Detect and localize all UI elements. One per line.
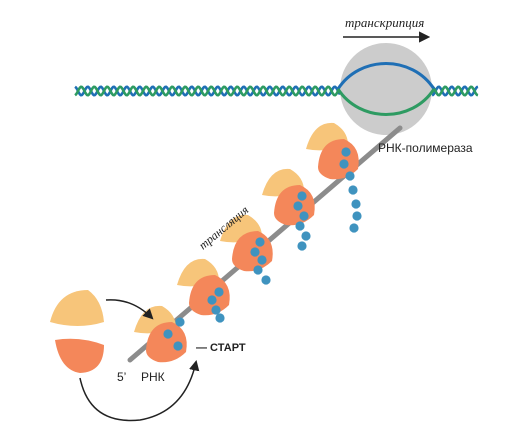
peptide-bead [175, 317, 185, 327]
peptide-bead [295, 221, 305, 231]
ribosome [220, 214, 273, 285]
free-ribosome-subunits [50, 290, 104, 373]
peptide-bead [352, 211, 362, 221]
peptide-bead [257, 255, 267, 265]
ribosomes [134, 122, 362, 363]
free-small-subunit [50, 290, 104, 326]
ribosome [177, 258, 230, 323]
peptide-bead [297, 191, 307, 201]
peptide-bead [211, 305, 221, 315]
label-start: — СТАРТ [196, 342, 246, 354]
label-transcription: транскрипция [345, 15, 424, 30]
ribosome-large-subunit [146, 322, 187, 363]
peptide-bead [297, 241, 307, 251]
peptide-bead [173, 341, 183, 351]
dna-strand-green [74, 85, 479, 97]
peptide-bead [339, 159, 349, 169]
ribosome-large-subunit [189, 275, 230, 316]
dna-open-bubble-green [336, 88, 436, 116]
peptide-bead [207, 295, 217, 305]
peptide-bead [293, 201, 303, 211]
curved-arrow-icon [79, 359, 200, 422]
dna-helix [74, 85, 479, 97]
peptide-bead [255, 237, 265, 247]
peptide-bead [345, 171, 355, 181]
label-rna: РНК [141, 370, 165, 384]
peptide-bead [253, 265, 263, 275]
peptide-bead [349, 223, 359, 233]
peptide-bead [215, 313, 225, 323]
label-five-prime: 5’ [117, 370, 126, 384]
peptide-bead [261, 275, 271, 285]
free-large-subunit [55, 338, 104, 373]
peptide-bead [214, 287, 224, 297]
peptide-bead [163, 329, 173, 339]
ribosome [134, 305, 187, 363]
ribosome [262, 168, 315, 251]
peptide-bead [351, 199, 361, 209]
label-polymerase: РНК-полимераза [378, 141, 473, 155]
peptide-bead [301, 231, 311, 241]
peptide-bead [299, 211, 309, 221]
rna-polymerase [336, 43, 436, 135]
peptide-bead [341, 147, 351, 157]
ribosome [306, 122, 362, 233]
dna-open-bubble-blue [336, 62, 436, 90]
peptide-bead [348, 185, 358, 195]
peptide-bead [250, 247, 260, 257]
curved-arrow-icon [105, 299, 154, 320]
